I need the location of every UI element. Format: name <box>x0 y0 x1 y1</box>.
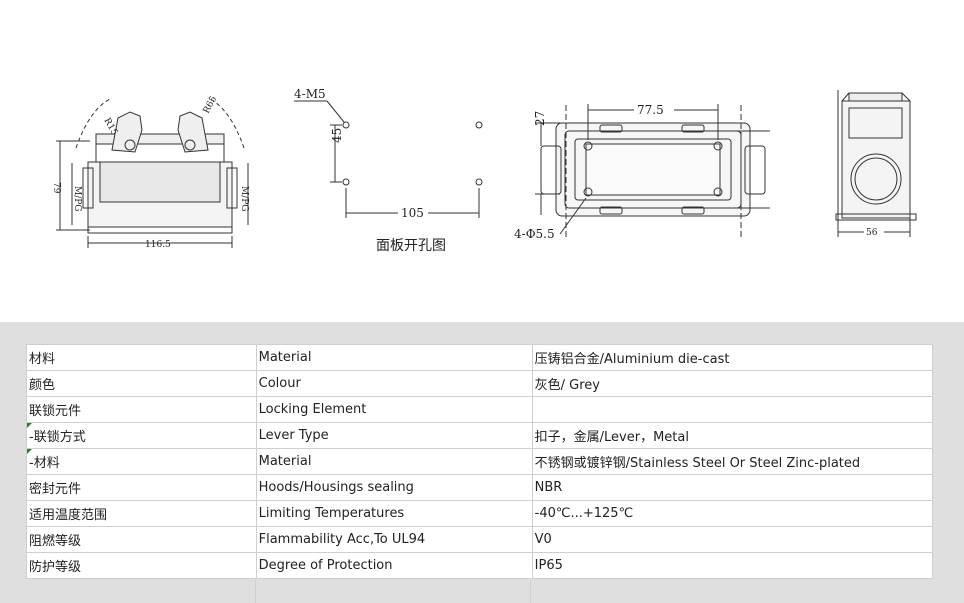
spec-label-en: Material <box>255 448 533 475</box>
top-height-label: 27 <box>533 111 547 126</box>
side-width-label: 56 <box>866 228 878 238</box>
spec-label-cn: 联锁元件 <box>26 396 257 423</box>
spec-label-cn: 密封元件 <box>26 474 257 501</box>
spec-value: 扣子，金属/Lever，Metal <box>531 422 934 449</box>
panel-screw-label: 4-M5 <box>294 87 326 101</box>
spec-value: 不锈钢或镀锌钢/Stainless Steel Or Steel Zinc-pl… <box>531 448 934 475</box>
spec-value <box>531 396 934 423</box>
spec-value: IP65 <box>531 552 934 579</box>
spec-value: -40℃...+125℃ <box>531 500 934 527</box>
technical-drawing: 116.5 79 R15 R65 M/PG M/PG 4-M5 45 105 面… <box>51 87 917 254</box>
spec-value: 压铸铝合金/Aluminium die-cast <box>531 344 934 371</box>
spec-label-cn: 颜色 <box>26 370 257 397</box>
spec-label-en: Degree of Protection <box>255 552 533 579</box>
panel-cutout-view <box>294 100 483 218</box>
table-divider <box>530 580 531 603</box>
spec-value: NBR <box>531 474 934 501</box>
table-divider <box>255 580 256 603</box>
top-view <box>535 104 770 238</box>
spec-label-cn: 阻燃等级 <box>26 526 257 553</box>
spec-label-en: Flammability Acc,To UL94 <box>255 526 533 553</box>
side-view <box>835 90 917 237</box>
front-radius-right-label: R65 <box>202 94 220 115</box>
top-hole-label: 4-Φ5.5 <box>514 227 555 241</box>
spec-label-en: Locking Element <box>255 396 533 423</box>
front-height-label: 79 <box>51 182 61 194</box>
spec-label-cn: 防护等级 <box>26 552 257 579</box>
spec-label-cn: -联锁方式 <box>26 422 257 449</box>
spec-label-en: Hoods/Housings sealing <box>255 474 533 501</box>
panel-height-label: 45 <box>330 128 344 143</box>
front-mpg-left-label: M/PG <box>72 186 82 212</box>
panel-width-label: 105 <box>401 206 424 220</box>
spec-label-cn: 材料 <box>26 344 257 371</box>
spec-label-en: Lever Type <box>255 422 533 449</box>
spec-value: V0 <box>531 526 934 553</box>
spec-label-cn: 适用温度范围 <box>26 500 257 527</box>
spec-value: 灰色/ Grey <box>531 370 934 397</box>
spec-label-cn: -材料 <box>26 448 257 475</box>
top-width-label: 77.5 <box>637 103 664 117</box>
front-width-label: 116.5 <box>145 240 171 250</box>
spec-label-en: Limiting Temperatures <box>255 500 533 527</box>
spec-label-en: Material <box>255 344 533 371</box>
front-mpg-right-label: M/PG <box>239 186 249 212</box>
panel-cutout-title: 面板开孔图 <box>376 238 446 254</box>
front-view <box>56 97 249 248</box>
spec-label-en: Colour <box>255 370 533 397</box>
